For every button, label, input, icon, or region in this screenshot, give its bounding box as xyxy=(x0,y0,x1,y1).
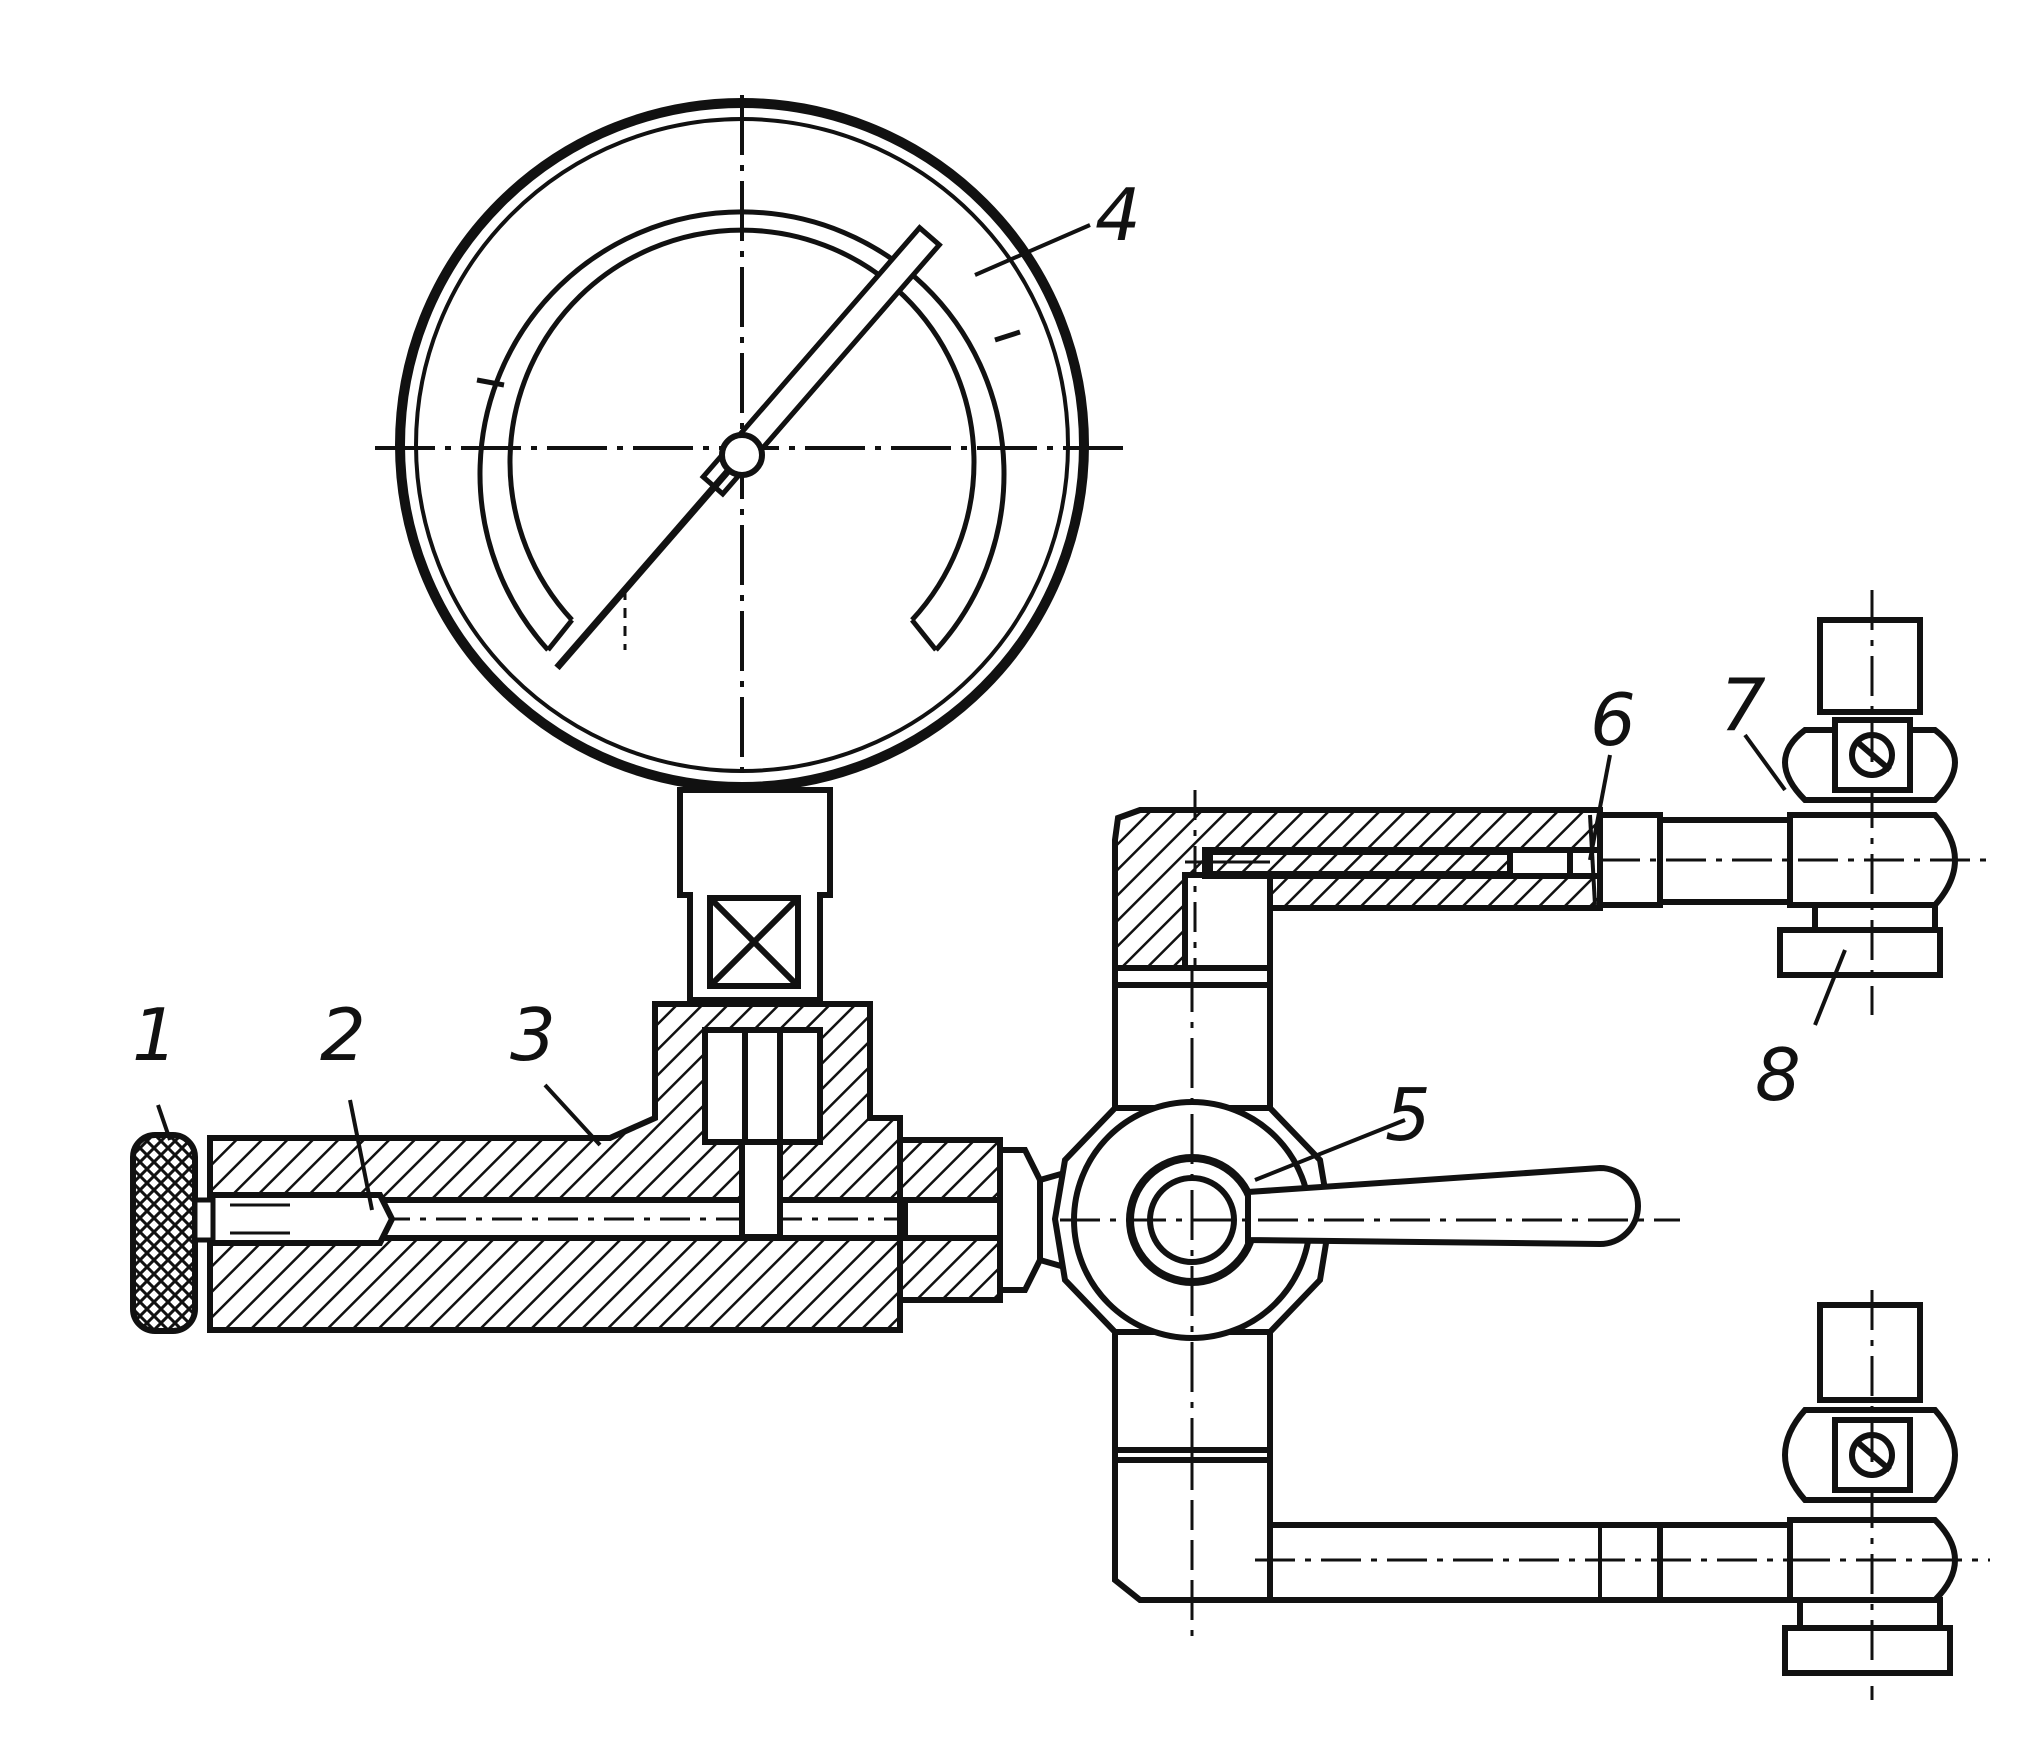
pump-housing xyxy=(207,1001,1000,1333)
upper-arm xyxy=(1112,590,1990,1015)
handwheel-knob xyxy=(130,1132,198,1334)
gauge-needle xyxy=(554,224,943,671)
callout-1: 1 xyxy=(132,993,178,1077)
lower-arm xyxy=(1112,1290,1990,1700)
housing-valve-coupling xyxy=(897,1137,1076,1303)
callout-4: 4 xyxy=(1095,173,1141,257)
callout-3: 3 xyxy=(510,993,556,1077)
valve-handle xyxy=(1245,1164,1641,1248)
callout-2: 2 xyxy=(320,993,366,1077)
sealing-washer xyxy=(1777,927,1943,978)
distribution-valve xyxy=(1051,810,1680,1640)
callout-7: 7 xyxy=(1720,663,1766,747)
callout-5: 5 xyxy=(1385,1073,1431,1157)
callout-8: 8 xyxy=(1755,1033,1801,1117)
callout-6: 6 xyxy=(1590,678,1636,762)
callout-leaders xyxy=(156,223,1847,1211)
gauge-stem xyxy=(677,787,833,1003)
gauge-needle-hub xyxy=(719,432,765,478)
pressure-gauge xyxy=(375,95,1130,840)
